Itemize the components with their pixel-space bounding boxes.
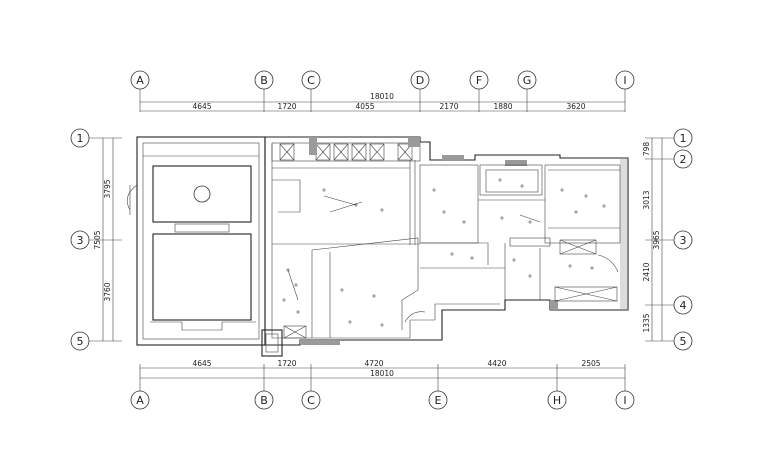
svg-text:A: A: [136, 74, 144, 87]
top-axis-bubbles: A B C D F G I: [130, 70, 635, 112]
svg-text:C: C: [307, 74, 315, 87]
axis-bubble-bottom-I: I: [615, 390, 635, 410]
left-dimension-segment: 3760: [103, 282, 112, 301]
bottom-dimension-lines: 4645 1720 4720 4420 2505 18010: [139, 359, 626, 391]
svg-text:H: H: [553, 394, 561, 407]
bottom-dimension-segment: 4645: [192, 359, 211, 368]
bottom-dimension-segment: 1720: [277, 359, 296, 368]
axis-bubble-top-B: B: [254, 70, 274, 112]
svg-text:I: I: [623, 394, 626, 407]
axis-bubble-left-3: 3: [70, 230, 122, 250]
axis-bubble-bottom-H: H: [547, 390, 567, 410]
right-dimension-segment: 1335: [642, 313, 651, 332]
svg-text:1: 1: [77, 132, 84, 145]
svg-text:4: 4: [680, 299, 687, 312]
fixture-markers: [282, 178, 606, 327]
svg-text:E: E: [435, 394, 442, 407]
right-dimension-segment: 2410: [642, 262, 651, 281]
axis-bubble-bottom-C: C: [301, 390, 321, 410]
left-axis-bubbles: 1 3 5: [70, 128, 122, 351]
axis-bubble-top-C: C: [301, 70, 321, 112]
svg-text:3: 3: [680, 234, 687, 247]
svg-text:2: 2: [680, 153, 687, 166]
top-dimension-lines: 18010 4645 1720 4055 2170 1880 3620: [140, 92, 625, 112]
top-dimension-segment: 1880: [493, 102, 512, 111]
right-dimension-segment: 3013: [642, 190, 651, 209]
wall-cabinets-top: [279, 143, 413, 161]
axis-bubble-bottom-B: B: [254, 390, 274, 410]
axis-bubble-top-A: A: [130, 70, 150, 112]
svg-text:G: G: [523, 74, 532, 87]
left-dimension-segment: 3795: [103, 179, 112, 198]
axis-bubble-right-4: 4: [645, 295, 693, 315]
axis-bubble-right-5: 5: [645, 331, 693, 351]
svg-text:A: A: [136, 394, 144, 407]
axis-bubble-top-G: G: [517, 70, 537, 112]
right-dimension-segment: 798: [642, 142, 651, 157]
axis-bubble-left-5: 5: [70, 331, 122, 351]
left-dimension-lines: 3795 3760 7505: [93, 138, 114, 341]
floor-plan-walls: [126, 136, 629, 357]
top-total-dimension: 18010: [370, 92, 394, 101]
top-dimension-segment: 2170: [439, 102, 458, 111]
bottom-axis-bubbles: A B C E H I: [130, 390, 635, 410]
svg-text:5: 5: [77, 335, 84, 348]
bottom-dimension-segment: 2505: [581, 359, 600, 368]
svg-text:F: F: [476, 74, 482, 87]
right-axis-bubbles: 1 2 3 4 5: [645, 128, 693, 351]
svg-text:I: I: [623, 74, 626, 87]
right-dimension-lines: 798 3013 3965 2410 1335: [642, 138, 663, 341]
axis-bubble-right-3: 3: [645, 230, 693, 250]
axis-bubble-right-2: 2: [645, 149, 693, 169]
bottom-dimension-segment: 4420: [487, 359, 506, 368]
bottom-total-dimension: 18010: [370, 369, 394, 378]
axis-bubble-bottom-E: E: [428, 390, 448, 410]
svg-text:C: C: [307, 394, 315, 407]
axis-bubble-top-D: D: [410, 70, 430, 112]
axis-bubble-bottom-A: A: [130, 390, 150, 410]
svg-text:5: 5: [680, 335, 687, 348]
top-dimension-segment: 4055: [355, 102, 374, 111]
svg-text:D: D: [416, 74, 424, 87]
axis-bubble-right-1: 1: [645, 128, 693, 148]
axis-bubble-top-I: I: [615, 70, 635, 112]
axis-bubble-left-1: 1: [70, 128, 122, 148]
svg-text:B: B: [260, 74, 268, 87]
right-total-dimension: 3965: [652, 230, 661, 249]
svg-text:3: 3: [77, 234, 84, 247]
top-dimension-segment: 4645: [192, 102, 211, 111]
svg-text:B: B: [260, 394, 268, 407]
svg-text:1: 1: [680, 132, 687, 145]
left-total-dimension: 7505: [93, 230, 102, 249]
top-dimension-segment: 1720: [277, 102, 296, 111]
axis-bubble-top-F: F: [469, 70, 489, 112]
bottom-dimension-segment: 4720: [364, 359, 383, 368]
top-dimension-segment: 3620: [566, 102, 585, 111]
